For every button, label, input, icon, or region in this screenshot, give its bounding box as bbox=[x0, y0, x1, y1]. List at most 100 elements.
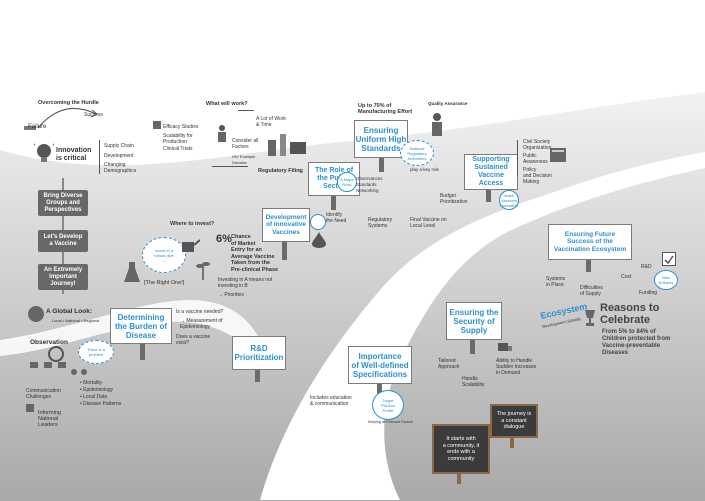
step-important-journey: An Extremely Important Journey! bbox=[38, 264, 88, 290]
burden-q2: → Measurement of Epidemiology bbox=[180, 318, 223, 330]
market-entry-pct: 6% bbox=[216, 233, 232, 245]
checkbox-icon bbox=[662, 252, 676, 266]
sustained-post bbox=[486, 186, 491, 202]
sign-sustained-access: Supporting Sustained Vaccine Access bbox=[464, 154, 518, 190]
failure-label: Failure bbox=[28, 124, 47, 130]
document-icon bbox=[26, 404, 34, 412]
hiv-example: HIV Example Denales bbox=[232, 154, 256, 165]
chalkboard-community-stand bbox=[457, 472, 461, 484]
sign-innovative-vaccines: Development of Innovative Vaccines bbox=[262, 208, 310, 242]
investing-note: Investing in A means not investing in B bbox=[218, 277, 273, 289]
truck-icon bbox=[498, 340, 512, 354]
lightbulb-icon bbox=[32, 140, 56, 164]
plant-icon bbox=[196, 258, 210, 280]
relevant-factors-arc: Keeping all Relevant Factors bbox=[368, 420, 413, 424]
specs-post bbox=[377, 380, 382, 398]
step-diverse-groups: Bring Diverse Groups and Perspectives bbox=[38, 190, 88, 216]
global-look-label: A Global Look: bbox=[46, 308, 92, 315]
study-efficacy: Efficacy Studies bbox=[163, 124, 199, 130]
accessible-bubble: Make Vaccines Accessible bbox=[499, 190, 519, 210]
step-develop-vaccine: Let's Develop a Vaccine bbox=[38, 230, 88, 252]
lab-equipment-icon bbox=[266, 130, 310, 158]
invest-bubble: Invest in a robust pipe ... bbox=[142, 237, 186, 273]
hills bbox=[0, 92, 705, 501]
observation-label: Observation bbox=[30, 339, 68, 346]
side-path bbox=[0, 300, 260, 356]
sign-rd-prioritization: R&D Prioritization bbox=[232, 336, 286, 370]
innovation-label: Innovation is critical bbox=[56, 147, 92, 162]
burden-q3: Does a vaccine exist? bbox=[176, 334, 211, 346]
sign-security-of-supply: Ensuring the Security of Supply bbox=[446, 302, 502, 340]
funding-label: Funding bbox=[639, 290, 658, 296]
problem-bubble: There is a problem bbox=[78, 340, 114, 364]
ability-handle-demand: Ability to Handle Sudden Increases in De… bbox=[496, 358, 537, 376]
chart-icon bbox=[153, 121, 161, 129]
data-epidemiology: • Epidemiology bbox=[80, 387, 114, 393]
burden-q1: Is a vaccine needed? bbox=[176, 309, 224, 315]
sign-uniform-standards: Ensuring Uniform High Standards bbox=[354, 120, 408, 158]
key-role-label: play a key role bbox=[410, 167, 440, 172]
priorities-label: → Priorities bbox=[218, 292, 244, 298]
manufacturing-effort: Up to 70% of Manufacturing Effort bbox=[358, 103, 413, 115]
newspaper-icon bbox=[550, 148, 566, 162]
ecosystem-badge: Ecosystem Development Globally bbox=[536, 301, 590, 332]
sustained-brace bbox=[517, 140, 521, 176]
factor-supply-chain: Supply Chain bbox=[104, 143, 134, 149]
factor-brace bbox=[99, 140, 103, 174]
includes-education: Includes education & communication bbox=[310, 395, 352, 407]
flask-icon bbox=[124, 262, 140, 282]
magnifier-icon bbox=[48, 346, 64, 362]
comm-challenges-label: Communication Challenges bbox=[26, 388, 61, 400]
chalkboard-journey-stand bbox=[510, 436, 514, 448]
celebrate-title: Reasons to Celebrate bbox=[600, 302, 660, 326]
security-post bbox=[470, 336, 475, 354]
regulatory-systems-label: Regulatory Systems bbox=[368, 217, 393, 229]
person-thinking-icon bbox=[215, 124, 229, 142]
people-icons bbox=[30, 360, 90, 380]
timeline-line bbox=[212, 166, 248, 167]
chalkboard-journey: The journey is a constant dialogue bbox=[490, 404, 538, 438]
informing-label: Informing National Leaders bbox=[38, 410, 61, 428]
success-label: Success bbox=[84, 112, 103, 118]
study-clinical: Clinical Trials bbox=[163, 146, 193, 152]
right-one-label: [The Right One!] bbox=[144, 280, 185, 286]
inspector-icon bbox=[428, 112, 446, 138]
major-role-bubble: A Major Role! bbox=[337, 172, 357, 192]
budget-prioritization: Budget Prioritization bbox=[440, 193, 468, 205]
nra-bubble: National Regulatory Authorities bbox=[400, 140, 434, 166]
burden-post bbox=[140, 340, 145, 360]
identify-need-label: Identify the Need bbox=[326, 212, 347, 224]
public-sector-items: Observances Standards Networking bbox=[356, 176, 383, 193]
work-arrow bbox=[238, 110, 254, 121]
drop-icon bbox=[312, 232, 326, 248]
chalkboard-community: It starts with a community, it ends with… bbox=[432, 424, 490, 474]
what-will-work-title: What will work? bbox=[206, 101, 248, 107]
public-awareness: Public Awareness bbox=[523, 153, 548, 165]
globe-icon bbox=[28, 306, 44, 322]
rd-label: R&D bbox=[641, 264, 652, 270]
ecosystem-title: Ecosystem bbox=[539, 301, 589, 321]
watering-can-icon bbox=[178, 236, 201, 256]
sign-burden-of-disease: Determining the Burden of Disease bbox=[110, 308, 172, 344]
market-entry-text: Chance of Market Entry for an Average Va… bbox=[231, 234, 279, 273]
uniform-post bbox=[379, 154, 384, 172]
final-vaccine-label: Final Vaccine on Local Level bbox=[410, 217, 447, 229]
where-invest-title: Where to invest? bbox=[170, 221, 215, 227]
factor-demographics: Changing Demographics bbox=[104, 162, 137, 174]
target-profile-badge: Target Product Profile bbox=[372, 390, 404, 420]
data-local: • Local Data bbox=[80, 394, 108, 400]
regulatory-filing-label: Regulatory Filing bbox=[258, 168, 303, 174]
handle-scalability: Handle Scalability bbox=[462, 376, 485, 388]
hurdle-arc bbox=[24, 107, 98, 130]
tailored-approach: Tailored Approach bbox=[438, 358, 460, 370]
sign-well-defined-specs: Importance of Well-defined Specification… bbox=[348, 346, 412, 384]
innovative-post bbox=[282, 238, 287, 260]
lot-of-work-label: A Lot of Work & Time bbox=[256, 116, 286, 128]
difficulties-supply: Difficulties of Supply bbox=[580, 285, 603, 297]
data-mortality: • Mortality bbox=[80, 380, 103, 386]
cost-label: Cost bbox=[621, 274, 632, 280]
new-entrants-bubble: New Entrants bbox=[654, 270, 678, 290]
rd-post bbox=[255, 366, 260, 382]
